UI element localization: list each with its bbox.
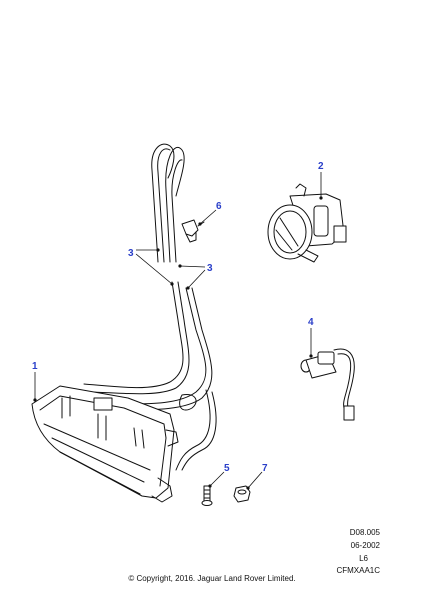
bolt (201, 485, 213, 506)
clip (181, 219, 205, 243)
bulb-assembly (300, 348, 355, 421)
reference-date: 06-2002 (350, 541, 380, 550)
fog-lamp-housing (31, 385, 179, 503)
harness-tubes (83, 143, 217, 471)
callout-4: 4 (308, 317, 314, 328)
callout-5: 5 (224, 463, 230, 474)
reference-id: CFMXAA1C (336, 566, 380, 575)
fog-lamp-unit (267, 183, 347, 263)
callout-3-right: 3 (207, 263, 213, 274)
copyright-notice: © Copyright, 2016. Jaguar Land Rover Lim… (128, 574, 296, 583)
callout-6: 6 (216, 201, 222, 212)
callout-2: 2 (318, 161, 324, 172)
callout-7: 7 (262, 463, 268, 474)
nut (233, 485, 251, 503)
callout-1: 1 (32, 361, 38, 372)
leader-lines (33, 172, 323, 490)
callout-3-left: 3 (128, 248, 134, 259)
reference-code: D08.005 (349, 528, 380, 537)
reference-model: L6 (359, 554, 368, 563)
